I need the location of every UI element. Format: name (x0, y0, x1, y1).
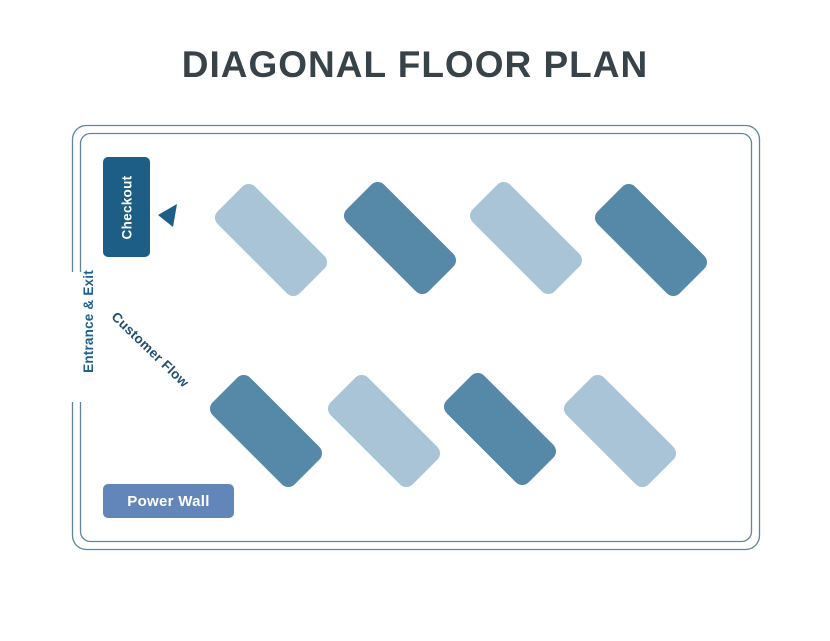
shelf-block-top-1 (214, 183, 328, 297)
checkout-box: Checkout (103, 157, 150, 257)
power-wall-label: Power Wall (127, 492, 210, 510)
shelf-block-top-4 (594, 183, 708, 297)
power-wall-box: Power Wall (103, 484, 234, 518)
shelf-block-top-3 (469, 181, 583, 295)
shelf-block-bottom-1 (209, 374, 323, 488)
checkout-label: Checkout (119, 175, 135, 239)
shelf-block-bottom-4 (563, 374, 677, 488)
shelf-block-bottom-2 (327, 374, 441, 488)
entrance-exit-label: Entrance & Exit (80, 269, 96, 373)
shelf-blocks-group (209, 181, 708, 488)
page-title: DIAGONAL FLOOR PLAN (181, 44, 649, 85)
entrance-gap-mask (64, 272, 92, 402)
shelf-block-bottom-3 (443, 372, 557, 486)
shelf-block-top-2 (343, 181, 457, 295)
flow-arrow-icon (158, 204, 177, 227)
